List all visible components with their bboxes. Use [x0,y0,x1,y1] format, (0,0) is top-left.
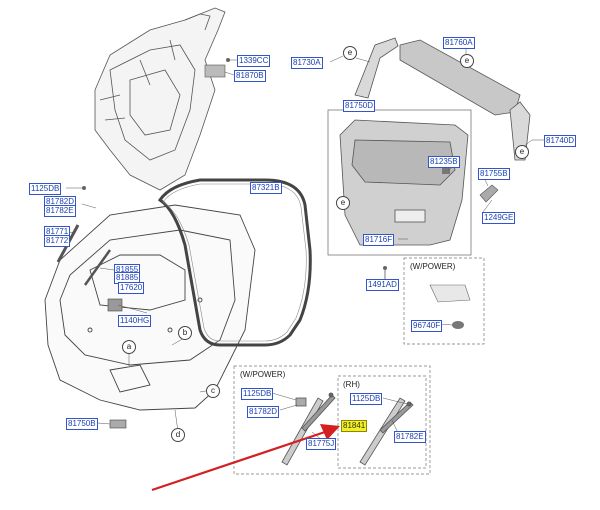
caption-w-power-top: (W/POWER) [410,262,456,271]
part-label-81870b[interactable]: 81870B [234,70,266,82]
part-label-81716f[interactable]: 81716F [363,234,395,246]
part-label-1140hg[interactable]: 1140HG [118,315,152,327]
tailgate-drawing [44,204,256,411]
callout-a: a [122,340,136,354]
part-label-81750d[interactable]: 81750D [343,100,376,112]
part-label-81841-highlighted[interactable]: 81841 [341,420,368,432]
part-label-81782e-left[interactable]: 81782E [44,205,76,217]
red-pointer-arrow [151,424,340,492]
part-label-81782e-rh[interactable]: 81782E [394,431,426,443]
gas-struts-drawing [281,392,414,466]
part-label-81755b[interactable]: 81755B [478,168,510,180]
part-label-81730a[interactable]: 81730A [291,57,323,69]
part-label-1491ad[interactable]: 1491AD [366,279,399,291]
callout-e-2: e [460,54,474,68]
part-label-81750b[interactable]: 81750B [66,418,98,430]
part-label-1339cc[interactable]: 1339CC [237,55,271,67]
callout-d: d [171,428,185,442]
part-label-1125db-mid[interactable]: 1125DB [241,388,274,400]
upper-trims-drawing [354,37,531,161]
callout-e-1: e [343,46,357,60]
part-label-1125db-rh[interactable]: 1125DB [350,393,383,405]
part-label-81782d-mid[interactable]: 81782D [247,406,280,418]
inner-trim-frame [327,109,472,256]
part-label-96740f[interactable]: 96740F [411,320,443,332]
body-panel-drawing [94,7,226,191]
part-label-81760a[interactable]: 81760A [443,37,475,49]
part-label-81772[interactable]: 81772 [44,235,71,247]
callout-e-4: e [336,196,350,210]
part-label-1249ge[interactable]: 1249GE [482,212,516,224]
part-label-81740d[interactable]: 81740D [544,135,577,147]
part-label-17620[interactable]: 17620 [118,282,145,294]
part-label-81235b[interactable]: 81235B [428,156,460,168]
callout-c: c [206,384,220,398]
power-option-box-bottom [233,365,431,475]
callout-e-3: e [515,145,529,159]
part-label-1125db-left[interactable]: 1125DB [29,183,62,195]
caption-w-power-bottom: (W/POWER) [240,370,286,379]
power-option-box-top [403,257,485,345]
weatherstrip-seal [157,178,312,347]
inner-trim-drawing [339,119,469,246]
part-label-87321b[interactable]: 87321B [250,182,282,194]
callout-b: b [178,326,192,340]
caption-rh: (RH) [343,380,360,389]
part-label-81775j[interactable]: 81775J [306,438,337,450]
